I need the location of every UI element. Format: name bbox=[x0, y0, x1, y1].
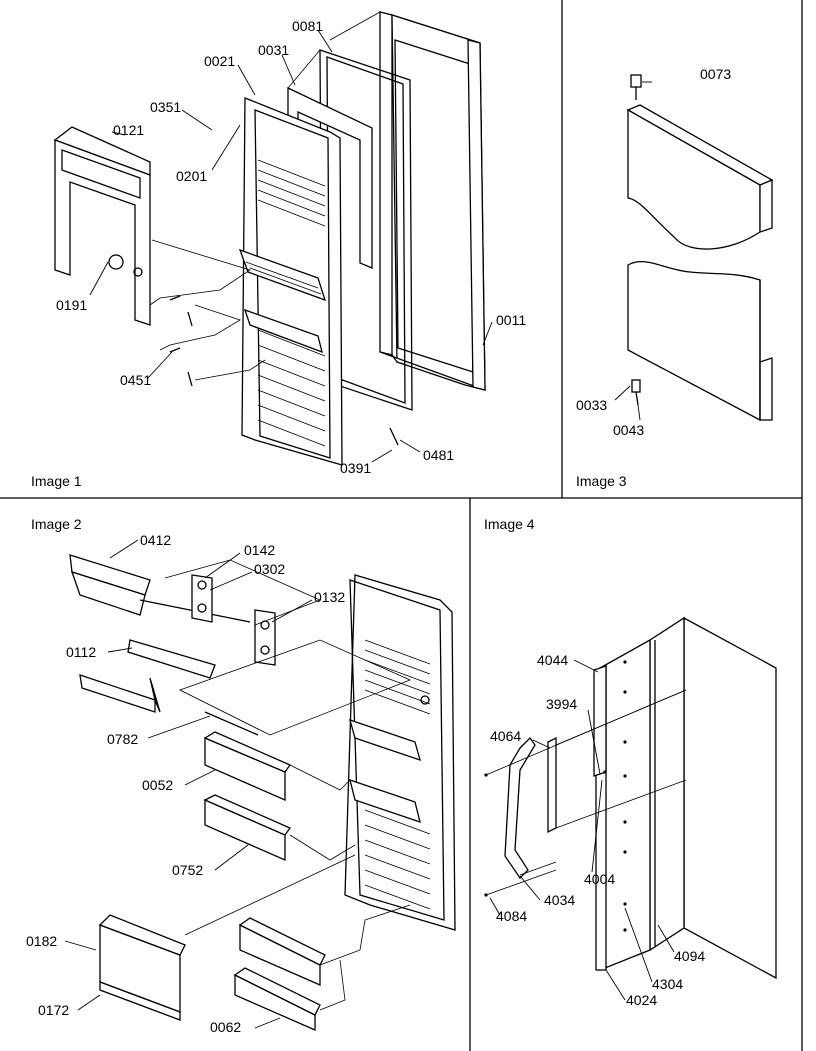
part-label-0033: 0033 bbox=[576, 397, 607, 413]
brackets bbox=[191, 574, 276, 666]
panel-title-image2: Image 2 bbox=[31, 516, 82, 532]
part-label-0191: 0191 bbox=[56, 297, 87, 313]
part-label-0043: 0043 bbox=[613, 422, 644, 438]
bottom-bin-lower bbox=[233, 967, 321, 1031]
part-label-4304: 4304 bbox=[652, 976, 683, 992]
part-label-0062: 0062 bbox=[210, 1019, 241, 1035]
part-label-0031: 0031 bbox=[258, 42, 289, 58]
part-label-0132: 0132 bbox=[314, 589, 345, 605]
inner-door-liner bbox=[238, 97, 343, 466]
part-label-4084: 4084 bbox=[496, 908, 527, 924]
assembly-guides bbox=[149, 11, 381, 381]
part-label-4044: 4044 bbox=[537, 652, 568, 668]
part-label-0391: 0391 bbox=[340, 460, 371, 476]
image4-drawing bbox=[484, 616, 777, 980]
part-label-0172: 0172 bbox=[38, 1002, 69, 1018]
panel-title-image3: Image 3 bbox=[576, 473, 627, 489]
part-label-0112: 0112 bbox=[66, 644, 96, 660]
door-bin-0052 bbox=[203, 731, 291, 801]
image2-drawing bbox=[69, 554, 456, 1031]
part-label-0351: 0351 bbox=[150, 99, 181, 115]
panel-titles: Image 1 Image 3 Image 2 Image 4 bbox=[31, 473, 627, 532]
image2-leaders bbox=[64, 539, 313, 1029]
part-label-0302: 0302 bbox=[254, 561, 285, 577]
part-label-0201: 0201 bbox=[176, 168, 207, 184]
door-panel-image4 bbox=[649, 616, 777, 980]
part-label-0481: 0481 bbox=[423, 447, 454, 463]
part-label-0081: 0081 bbox=[292, 18, 323, 34]
image1-drawing bbox=[53, 11, 486, 466]
part-label-0073: 0073 bbox=[700, 66, 731, 82]
part-label-4024: 4024 bbox=[626, 992, 657, 1008]
part-label-0142: 0142 bbox=[244, 542, 275, 558]
part-label-0412: 0412 bbox=[140, 532, 171, 548]
outer-door-panel bbox=[379, 11, 486, 391]
door-liner bbox=[344, 574, 456, 931]
shelf-0412 bbox=[69, 554, 251, 623]
image1-leaders bbox=[89, 29, 493, 463]
part-labels: 0081 0021 0031 0351 0121 0201 0191 0011 … bbox=[26, 18, 731, 1035]
glass-shelf bbox=[178, 639, 412, 736]
part-label-4034: 4034 bbox=[544, 892, 575, 908]
dispenser-cover bbox=[98, 914, 186, 1021]
image4-guides bbox=[485, 689, 687, 896]
part-label-0752: 0752 bbox=[172, 862, 203, 878]
part-label-0121: 0121 bbox=[113, 122, 144, 138]
screws bbox=[169, 295, 399, 446]
part-label-3994: 3994 bbox=[546, 696, 577, 712]
panel-title-image1: Image 1 bbox=[31, 473, 82, 489]
part-label-0052: 0052 bbox=[142, 777, 173, 793]
door-handle bbox=[504, 736, 536, 880]
part-label-4064: 4064 bbox=[490, 728, 521, 744]
part-label-4094: 4094 bbox=[674, 948, 705, 964]
dispenser-frame bbox=[53, 126, 151, 326]
panel-title-image4: Image 4 bbox=[484, 516, 535, 532]
freezer-door-bottom bbox=[627, 260, 773, 422]
freezer-door-top bbox=[626, 104, 774, 250]
part-label-0782: 0782 bbox=[107, 731, 138, 747]
screw-dots bbox=[484, 660, 627, 932]
image2-guides bbox=[164, 559, 411, 1011]
image4-leaders bbox=[489, 659, 675, 1001]
part-label-0021: 0021 bbox=[204, 53, 235, 69]
part-label-4004: 4004 bbox=[584, 871, 615, 887]
part-label-0451: 0451 bbox=[120, 372, 151, 388]
image3-drawing bbox=[614, 74, 774, 422]
shelf-0112 bbox=[79, 639, 216, 713]
door-bin-0752 bbox=[203, 794, 291, 861]
part-label-0182: 0182 bbox=[26, 933, 57, 949]
part-label-0011: 0011 bbox=[496, 312, 526, 328]
bottom-bin-upper bbox=[238, 917, 326, 986]
